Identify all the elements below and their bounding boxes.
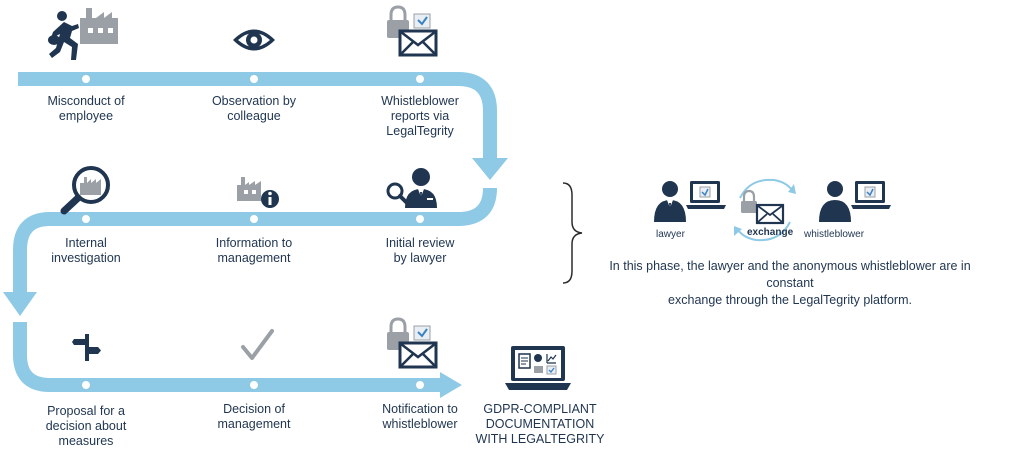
- step-label-initial-review: Initial review by lawyer: [385, 236, 455, 265]
- flow-arrow-down-2: [3, 292, 37, 316]
- step-label-observation: Observation by colleague: [211, 94, 297, 123]
- node-row1-2: [248, 73, 260, 85]
- running-thief-factory-icon: [48, 8, 118, 60]
- signpost-icon: [72, 334, 101, 361]
- whistleblower-laptop-icon: [819, 181, 891, 222]
- lawyer-label: lawyer: [656, 229, 685, 240]
- node-row2-3: [414, 213, 426, 225]
- final-documentation-label: GDPR-COMPLIANT DOCUMENTATION WITH LEGALT…: [475, 402, 605, 446]
- whistleblower-label: whistleblower: [804, 229, 865, 240]
- flow-arrow-right: [440, 372, 462, 398]
- node-row1-1: [80, 73, 92, 85]
- node-row2-2: [248, 213, 260, 225]
- eye-icon: [233, 29, 275, 51]
- node-row2-1: [80, 213, 92, 225]
- lock-envelope-icon-2: [387, 317, 438, 369]
- step-label-internal-investigation: Internal investigation: [51, 236, 121, 265]
- curly-brace: [562, 182, 583, 284]
- lawyer-magnifier-icon: [386, 168, 437, 208]
- exchange-label: exchange: [747, 227, 794, 238]
- step-label-notification: Notification to whistleblower: [382, 402, 458, 431]
- step-label-proposal: Proposal for a decision about measures: [45, 404, 127, 448]
- exchange-caption: In this phase, the lawyer and the anonym…: [609, 259, 971, 307]
- flow-arrow-down-1: [472, 158, 508, 180]
- flow-path-3: [13, 322, 445, 392]
- flow-path-2: [13, 187, 497, 300]
- lawyer-laptop-icon: [654, 181, 726, 222]
- step-label-information-management: Information to management: [215, 236, 293, 265]
- step-label-misconduct: Misconduct of employee: [47, 94, 125, 123]
- lock-envelope-icon: [387, 5, 438, 57]
- flow-path: [18, 72, 497, 170]
- node-row3-3: [414, 379, 426, 391]
- node-row1-3: [414, 73, 426, 85]
- node-row3-1: [80, 379, 92, 391]
- factory-info-icon: [237, 177, 279, 208]
- laptop-documents-icon: [505, 346, 571, 390]
- exchange-arrows-icon: [734, 178, 796, 242]
- step-label-decision: Decision of management: [217, 402, 291, 431]
- node-row3-2: [248, 379, 260, 391]
- step-label-whistleblower-reports: Whistleblower reports via LegalTegrity: [381, 94, 459, 138]
- checkmark-icon: [241, 329, 274, 360]
- magnifier-factory-icon: [60, 166, 110, 215]
